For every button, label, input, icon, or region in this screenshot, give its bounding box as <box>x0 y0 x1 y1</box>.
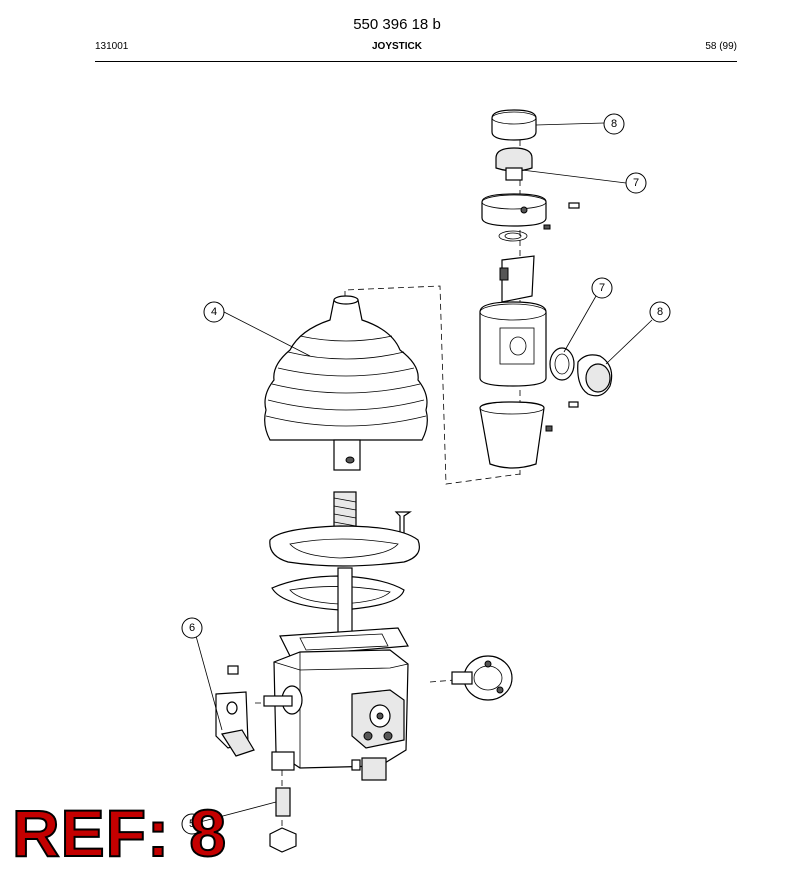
upper-housing-part <box>481 193 580 242</box>
svg-text:8: 8 <box>657 306 663 318</box>
callout-7-side: 7 <box>591 277 613 299</box>
callout-6: 6 <box>181 617 203 639</box>
svg-text:7: 7 <box>599 282 605 294</box>
document-number: 550 396 18 b <box>353 16 441 33</box>
callout-7-top: 7 <box>625 172 647 194</box>
ref-label: REF: 8 <box>11 796 228 870</box>
callout-4: 4 <box>203 301 225 323</box>
rubber-bellows-part <box>264 295 428 471</box>
svg-text:8: 8 <box>611 118 617 130</box>
svg-text:4: 4 <box>211 306 217 318</box>
lever-part <box>215 665 255 757</box>
top-cap-part <box>491 109 537 141</box>
header-title: JOYSTICK <box>371 41 422 52</box>
svg-text:7: 7 <box>633 177 639 189</box>
side-potentiometer-part <box>451 655 513 701</box>
push-button-part <box>495 147 533 181</box>
callout-8-top: 8 <box>603 113 625 135</box>
callout-5: 5 <box>181 813 203 835</box>
gate-plate-part <box>269 525 420 567</box>
side-button-parts <box>549 347 613 408</box>
svg-text:6: 6 <box>189 622 195 634</box>
header-page-number: 58 (99) <box>705 41 737 52</box>
header-rule <box>95 61 737 62</box>
svg-text:5: 5 <box>189 818 195 830</box>
handle-cone-part <box>479 401 553 469</box>
callout-leaders <box>195 122 653 823</box>
gasket-part <box>271 567 405 649</box>
handle-body-part <box>479 301 547 387</box>
flange-plate-part <box>279 627 409 657</box>
callout-8-side: 8 <box>649 301 671 323</box>
switch-block-part <box>499 255 535 303</box>
header-date-code: 131001 <box>95 41 129 52</box>
bushing-and-nut-parts <box>269 751 297 853</box>
